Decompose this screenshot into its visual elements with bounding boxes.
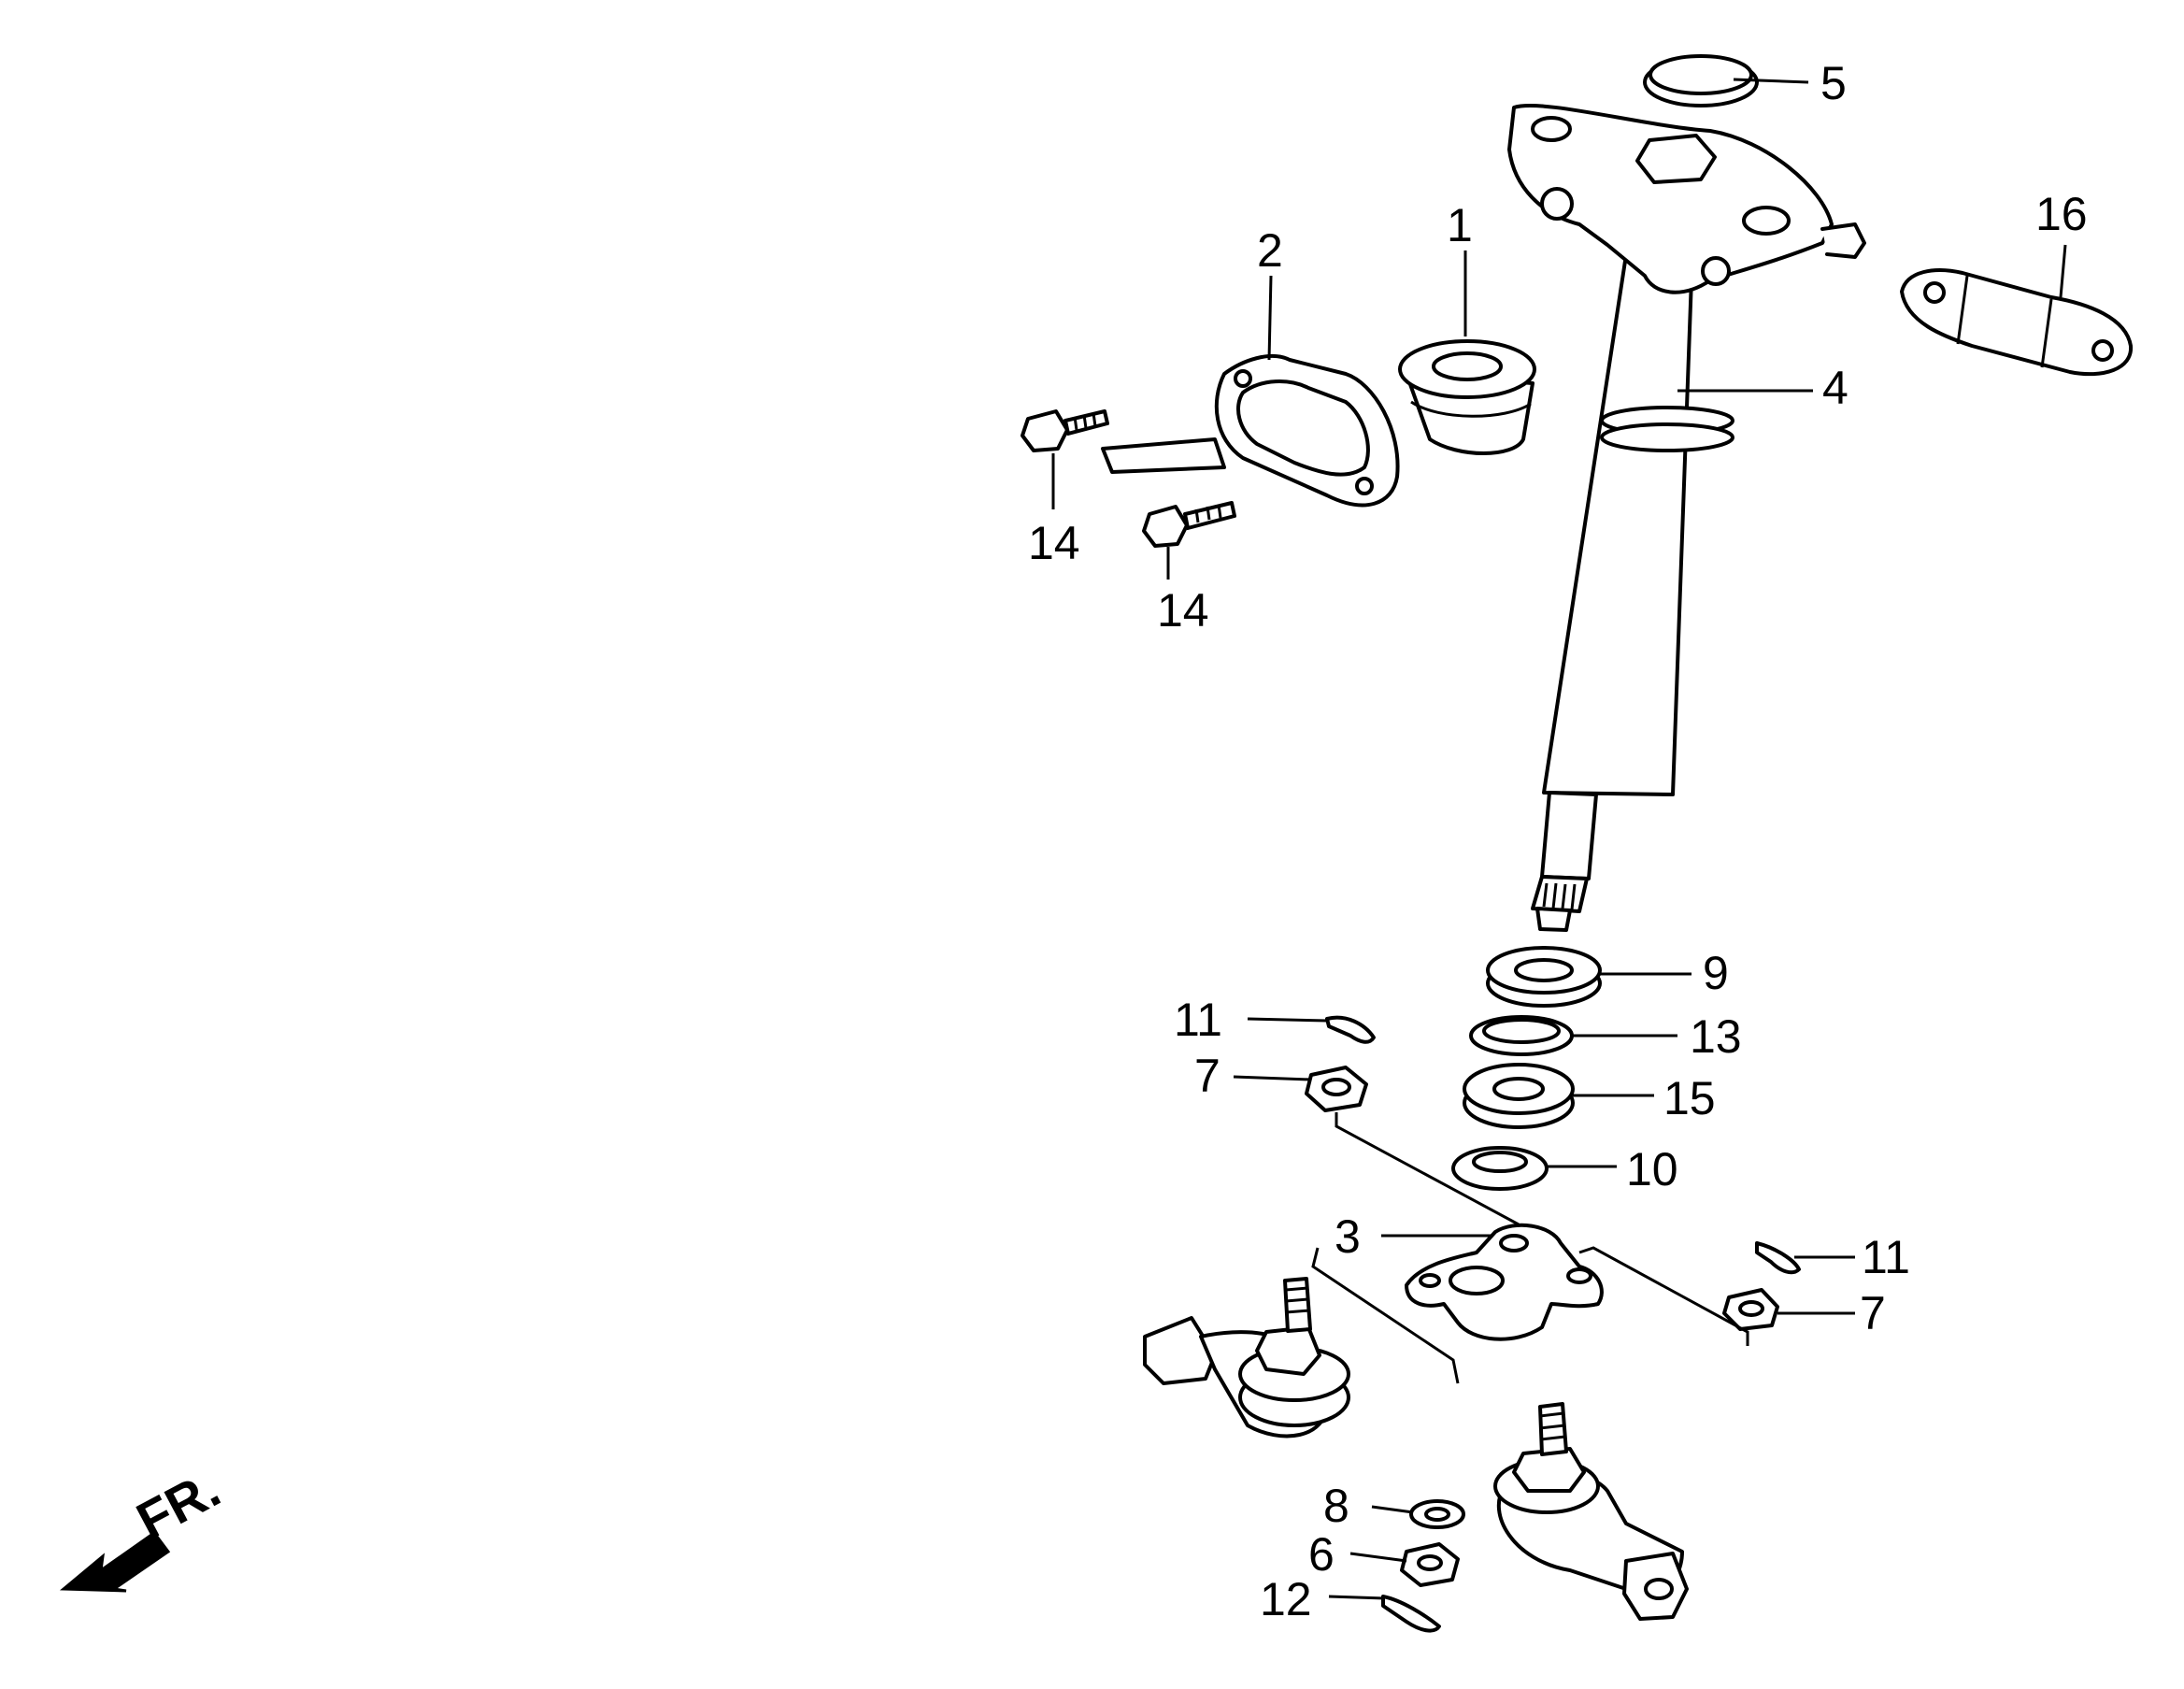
callout-2: 2	[1257, 224, 1283, 277]
circlip-13	[1469, 1015, 1574, 1056]
bearing-15	[1463, 1063, 1575, 1129]
steering-shaft	[1531, 222, 1734, 932]
nut-6	[1400, 1542, 1460, 1587]
front-direction-marker: FR.	[59, 1459, 229, 1593]
callout-7-right: 7	[1860, 1287, 1886, 1339]
upper-steering-bracket	[1507, 103, 1866, 294]
callout-12: 12	[1260, 1573, 1312, 1625]
callout-labels: 1 2 3 4 5 6 7 7 8 9 10 11 11 12 13 14 14…	[1028, 57, 2088, 1625]
tie-rod-end-right	[1493, 1402, 1689, 1621]
flange-bolt-lower	[1142, 501, 1236, 548]
callout-14-upper: 14	[1028, 517, 1080, 569]
cotter-pin-11-left	[1325, 1015, 1376, 1044]
callout-15: 15	[1663, 1072, 1716, 1124]
front-direction-arrow-icon	[59, 1530, 171, 1593]
shaft-holder-bracket	[1101, 354, 1400, 508]
callout-3: 3	[1335, 1210, 1361, 1263]
flange-bolt-upper	[1021, 409, 1109, 452]
castle-nut-7-left	[1305, 1066, 1368, 1112]
bearing-9	[1486, 946, 1602, 1008]
callout-11-left: 11	[1174, 994, 1222, 1046]
callout-5: 5	[1820, 57, 1847, 109]
callout-9: 9	[1703, 947, 1729, 999]
callout-10: 10	[1626, 1143, 1678, 1195]
callout-14-lower: 14	[1157, 584, 1209, 637]
callout-1: 1	[1447, 199, 1473, 251]
cotter-pin-12	[1381, 1595, 1441, 1633]
shaft-cover-plate	[1900, 268, 2134, 377]
tie-rod-end-left	[1143, 1277, 1350, 1439]
callout-6: 6	[1308, 1528, 1335, 1581]
callout-4: 4	[1822, 362, 1849, 414]
shaft-bushing	[1398, 339, 1536, 455]
callout-7-left: 7	[1194, 1050, 1220, 1102]
callout-8: 8	[1323, 1480, 1349, 1532]
oil-seal-10	[1451, 1146, 1549, 1191]
assembly-lines	[1311, 1112, 1749, 1384]
steering-arm	[1405, 1223, 1604, 1341]
callout-13: 13	[1690, 1010, 1742, 1063]
leader-lines	[1051, 78, 2067, 1600]
callout-16: 16	[2035, 188, 2088, 240]
washer-8	[1409, 1499, 1465, 1529]
callout-11-right: 11	[1862, 1231, 1910, 1283]
castle-nut-7-right	[1722, 1288, 1779, 1331]
cotter-pin-11-right	[1755, 1241, 1801, 1275]
front-direction-label: FR.	[127, 1459, 229, 1551]
steering-cap	[1643, 54, 1759, 107]
